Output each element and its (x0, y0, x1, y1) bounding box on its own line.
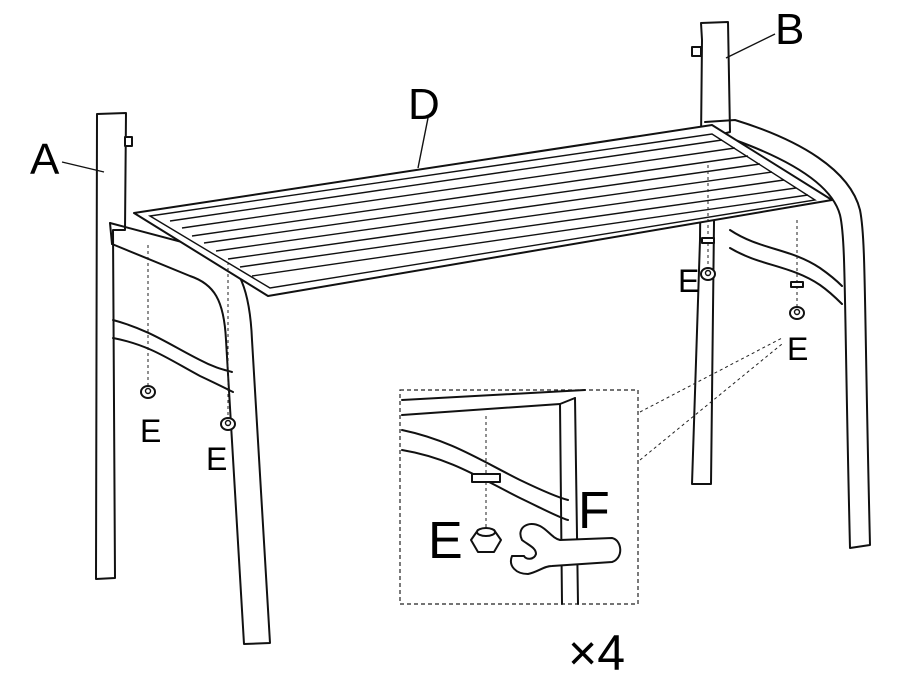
label-part-e-3: E (678, 263, 699, 299)
seat-d (133, 124, 833, 297)
label-part-d: D (408, 80, 440, 129)
label-part-e-4: E (787, 331, 808, 367)
wrench-icon (510, 522, 622, 575)
leader-line-d (417, 117, 429, 169)
bolt-guides (147, 165, 798, 418)
left-leg-a (95, 112, 271, 645)
right-leg-b (691, 21, 871, 549)
hex-nut-icon (470, 527, 502, 553)
nut-icon-4 (789, 281, 805, 320)
label-part-f: F (578, 482, 610, 540)
label-part-b: B (775, 5, 804, 54)
nut-icon-3 (700, 237, 716, 281)
nut-icon-1 (140, 385, 156, 399)
quantity-label: ×4 (568, 625, 625, 681)
nut-icon-2 (220, 417, 236, 431)
detail-callout (399, 337, 783, 605)
leader-line-a (61, 161, 105, 173)
label-part-a: A (30, 135, 60, 184)
label-part-e-detail: E (428, 512, 463, 570)
label-part-e-2: E (206, 441, 227, 477)
leader-line-b (725, 33, 776, 59)
label-part-e-1: E (140, 413, 161, 449)
